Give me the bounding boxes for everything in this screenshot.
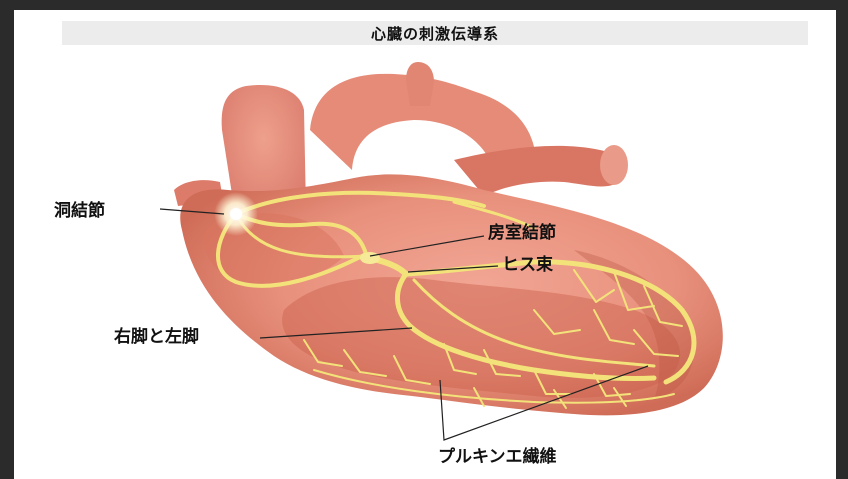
label-purkinje-fibers: プルキンエ繊維 <box>438 446 557 467</box>
label-av-node: 房室結節 <box>488 222 556 243</box>
brachiocephalic-branch <box>406 62 434 106</box>
heart-conduction-diagram: 洞結節 房室結節 ヒス束 右脚と左脚 プルキンエ繊維 <box>14 10 836 479</box>
pulmonary-artery-opening <box>600 145 628 185</box>
pulmonary-artery <box>454 146 623 196</box>
figure-frame: 心臓の刺激伝導系 <box>14 10 836 479</box>
label-his-bundle: ヒス束 <box>502 254 553 275</box>
sa-node <box>230 208 242 220</box>
label-sa-node: 洞結節 <box>54 200 105 221</box>
label-bundle-branches: 右脚と左脚 <box>114 326 199 347</box>
av-node <box>360 252 380 264</box>
